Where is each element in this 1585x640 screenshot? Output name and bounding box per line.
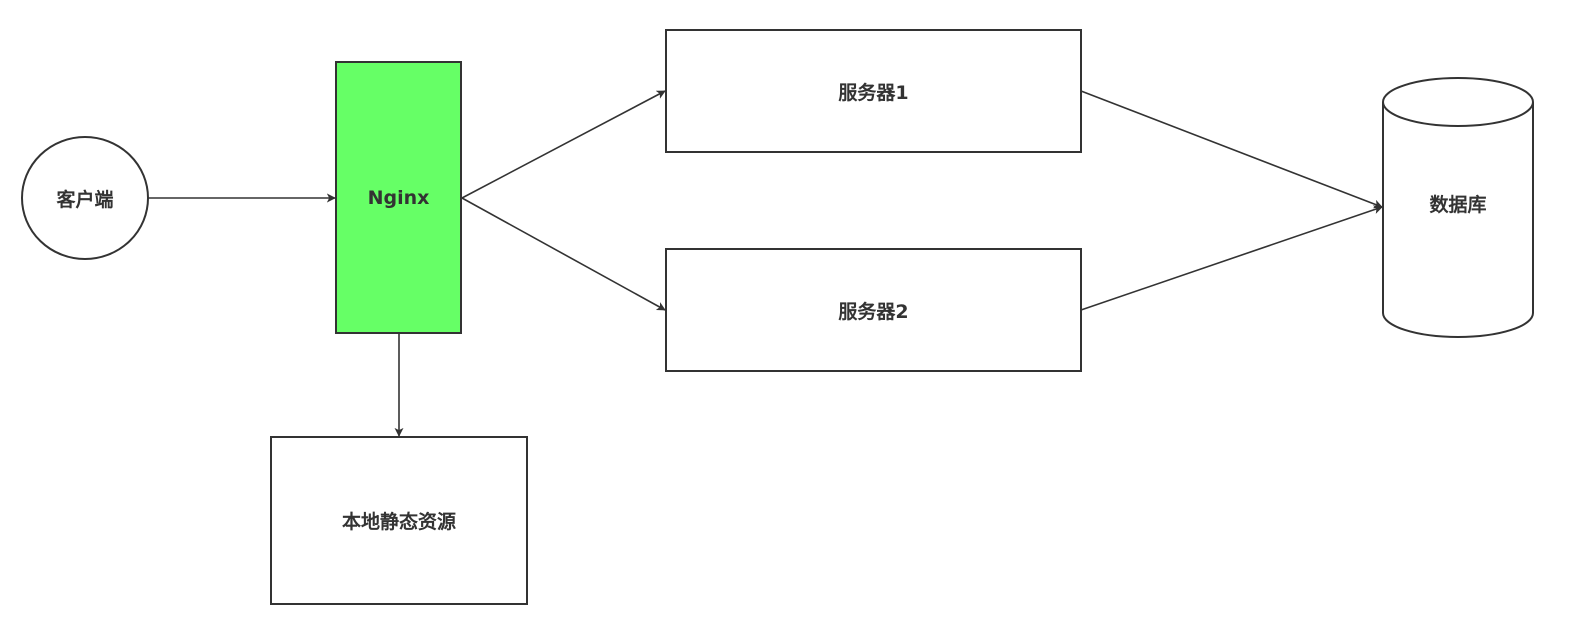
- edge-nginx-to-server2: [461, 197, 666, 311]
- server1-node: [665, 29, 1082, 153]
- edge-nginx-to-server1: [461, 90, 666, 199]
- database-node: [1382, 77, 1534, 338]
- client-node: [21, 136, 149, 260]
- static-node: [270, 436, 528, 605]
- nginx-node: [335, 61, 462, 334]
- server2-node: [665, 248, 1082, 372]
- edge-server2-to-database: [1080, 205, 1383, 311]
- edge-server1-to-database: [1080, 90, 1383, 209]
